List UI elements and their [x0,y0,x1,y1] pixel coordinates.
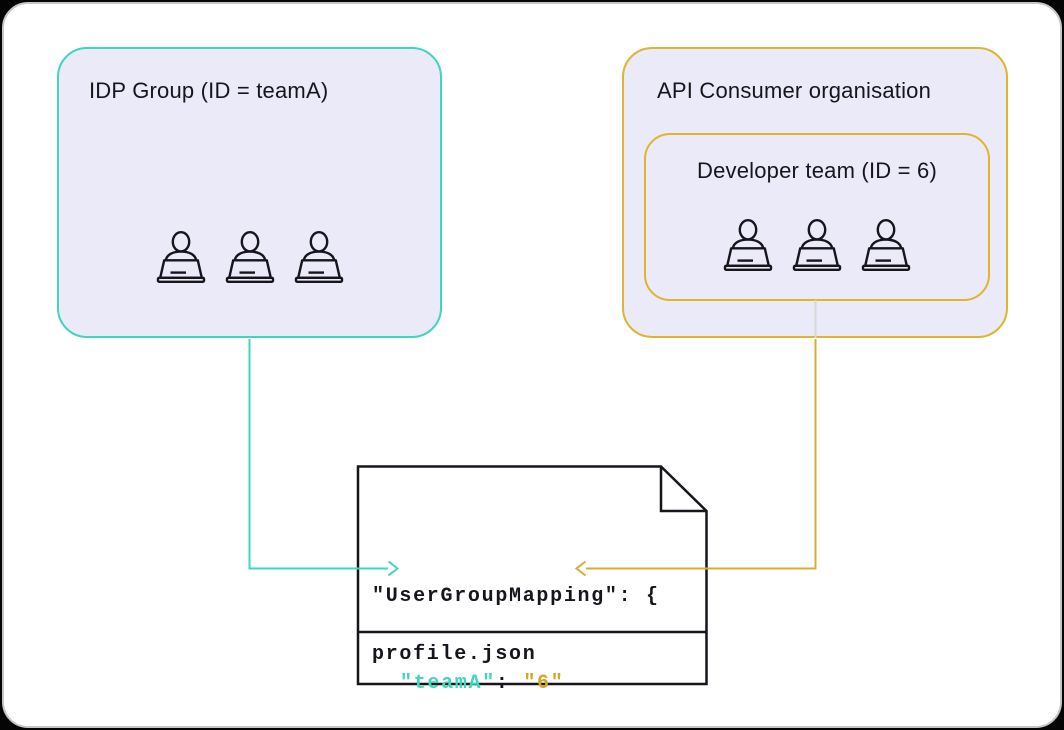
person-laptop-icon [789,219,845,271]
idp-group-members [59,231,440,283]
person-laptop-icon [291,231,347,283]
mapped-value: "6" [523,672,565,695]
code-line-mapping-entry: "teamA": "6" [372,669,660,698]
developer-team-title: Developer team (ID = 6) [697,158,937,183]
idp-group-title: IDP Group (ID = teamA) [89,78,329,103]
developer-team-members [646,219,988,271]
person-laptop-icon [153,231,209,283]
filename-label: profile.json [372,643,537,666]
person-laptop-icon [858,219,914,271]
idp-group-box: IDP Group (ID = teamA) [57,47,442,338]
api-consumer-org-title: API Consumer organisation [657,78,932,103]
person-laptop-icon [720,219,776,271]
person-laptop-icon [222,231,278,283]
key-value-separator: : [495,672,524,695]
json-code-block: "UserGroupMapping": { "teamA": "6" } [372,524,660,730]
developer-team-box: Developer team (ID = 6) [644,133,990,301]
api-consumer-org-box: API Consumer organisation Developer team… [622,47,1008,338]
code-line-usergroupmapping: "UserGroupMapping": { [372,585,660,608]
mapped-key: "teamA" [400,672,496,695]
